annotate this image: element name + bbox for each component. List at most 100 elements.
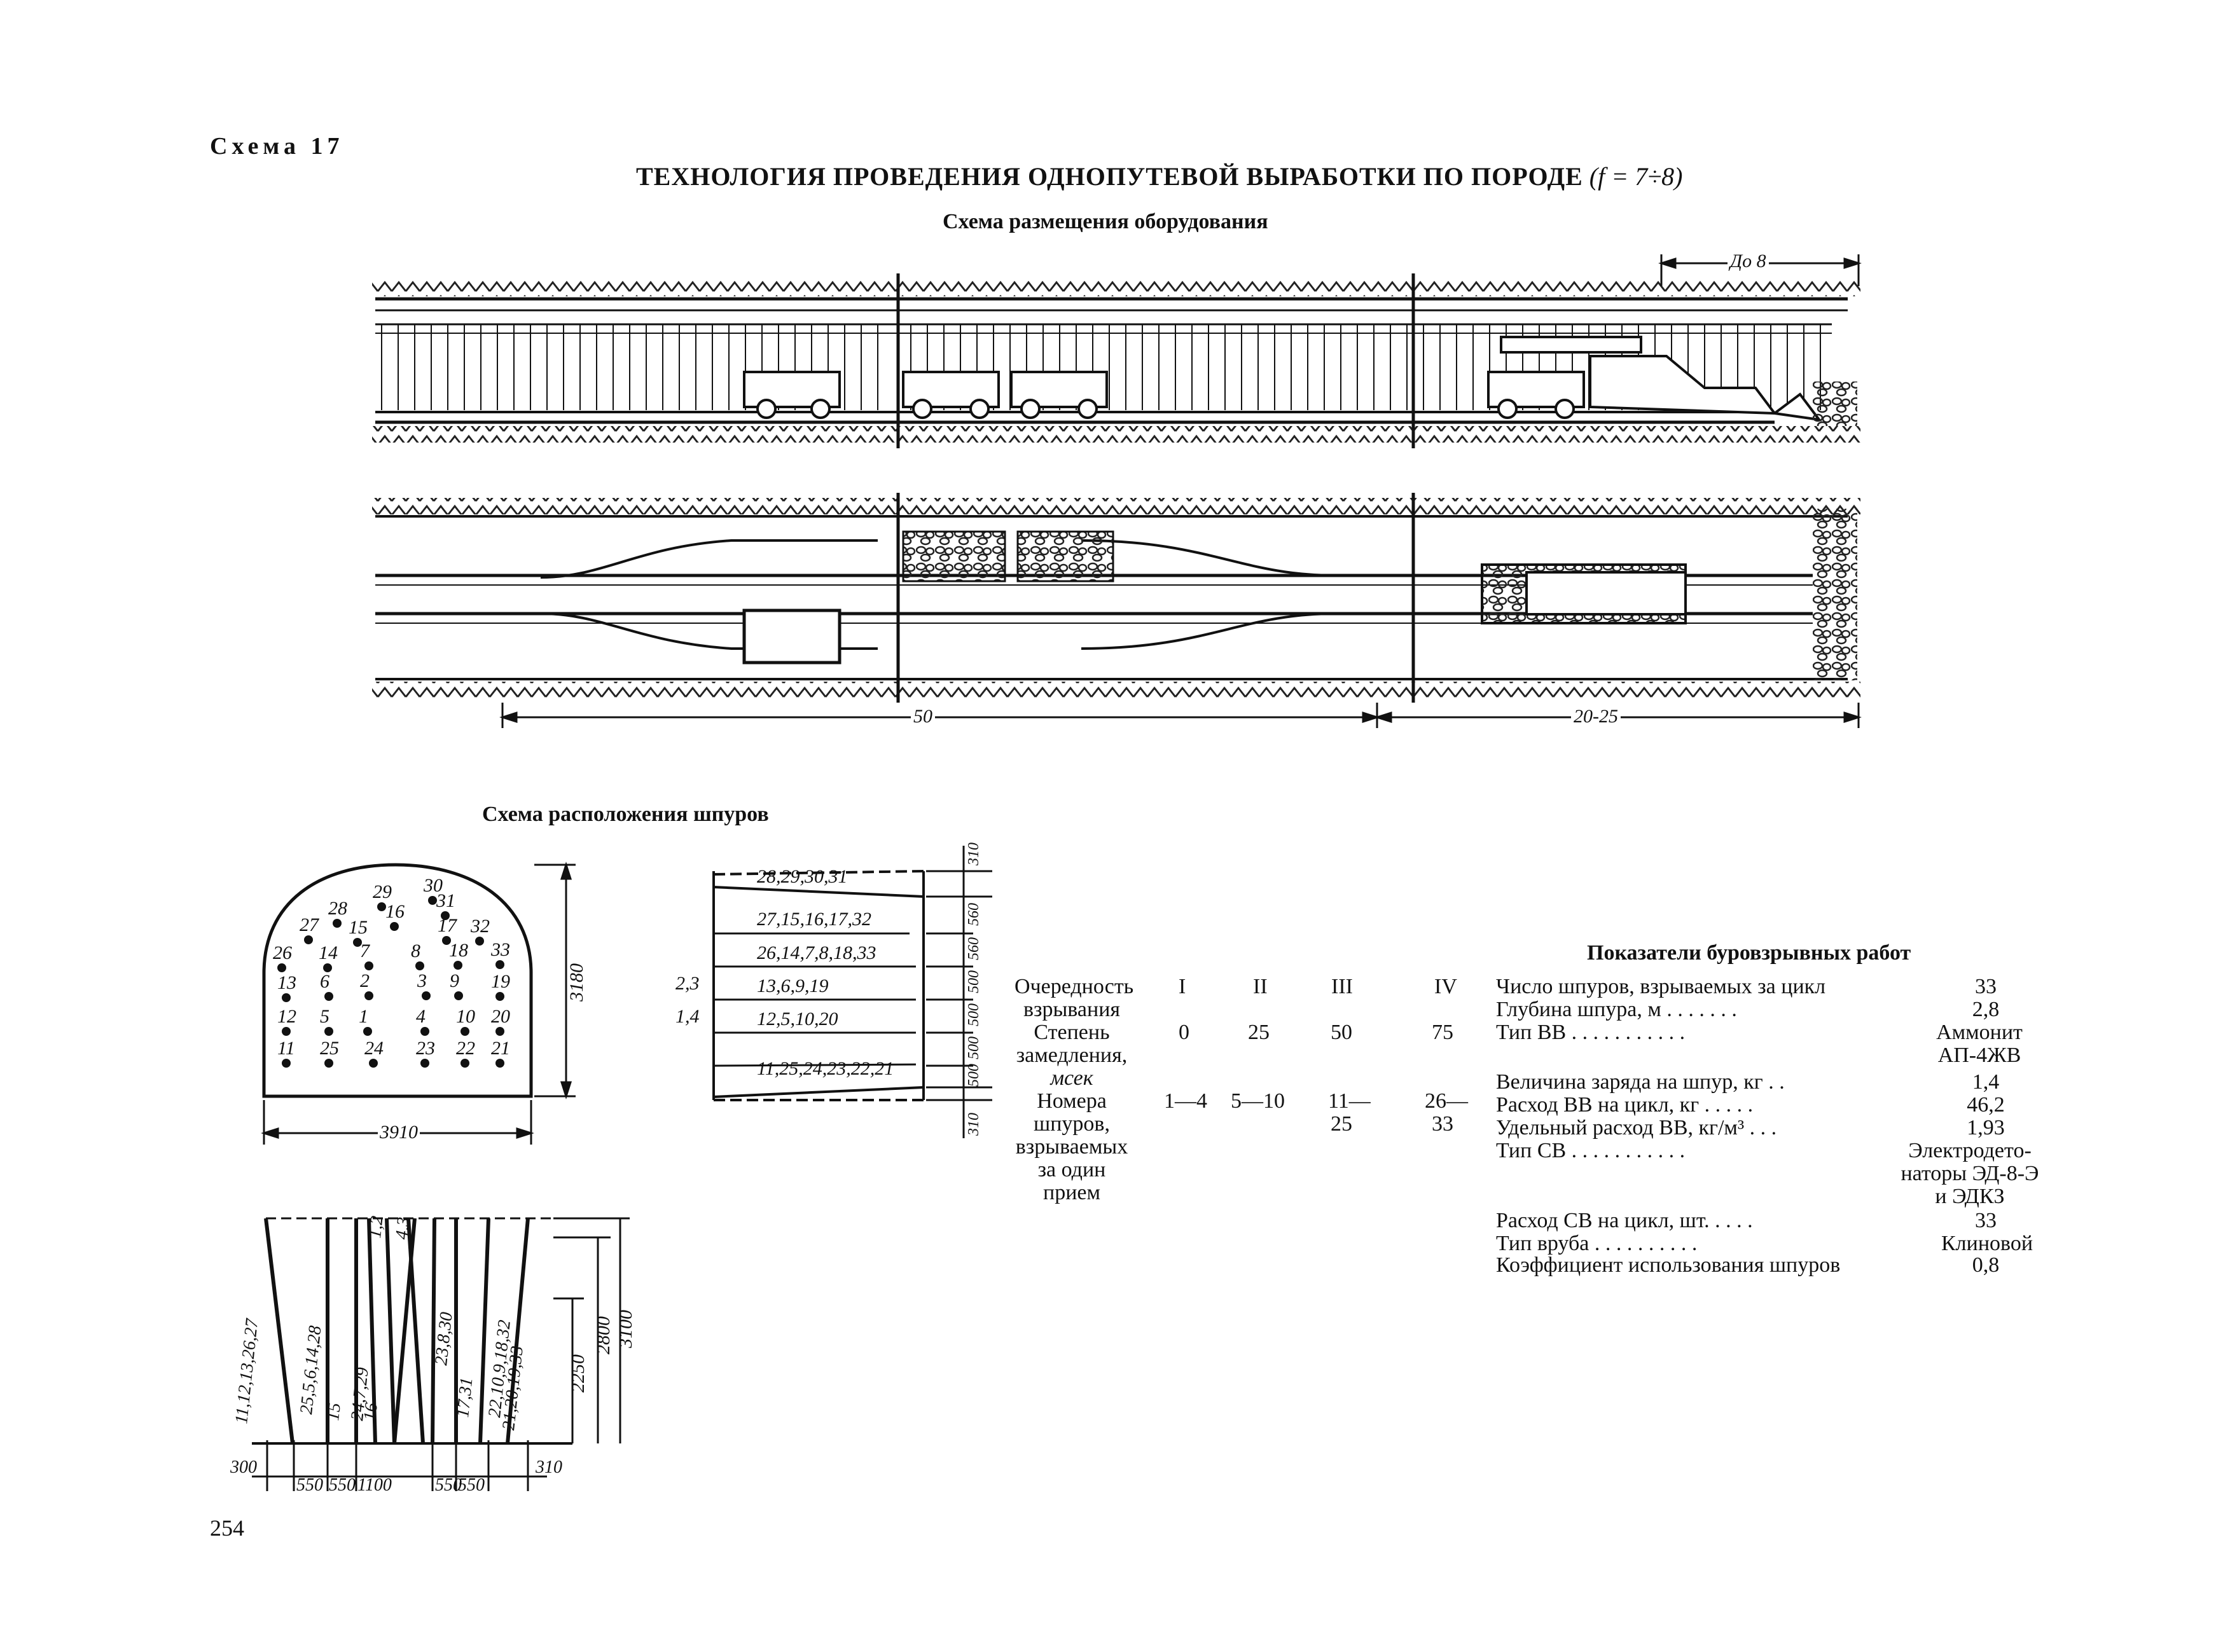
hole-dot [324, 1059, 333, 1068]
hole-1: 1 [359, 1006, 372, 1036]
seq-stage-2: II [1253, 975, 1268, 998]
side-row-2: 26,14,7,8,18,33 [757, 942, 876, 963]
hole-dot [364, 961, 373, 970]
side-left-label-1: 1,4 [675, 1006, 700, 1027]
seq-delay-3: 50 [1331, 1021, 1352, 1044]
side-dim-1: 560 [966, 903, 982, 926]
hole-label: 29 [373, 881, 392, 902]
hole-dot [495, 1059, 504, 1068]
seq-holes-3a: 11— [1328, 1089, 1371, 1113]
seq-holes-1: 1—4 [1164, 1089, 1207, 1113]
side-dim-5: 500 [966, 1036, 982, 1059]
page-number: 254 [210, 1515, 244, 1541]
hole-dot [324, 992, 333, 1001]
seq-delay-unit: мсек [1050, 1066, 1093, 1090]
ind-label-3: Величина заряда на шпур, кг . . [1496, 1070, 1785, 1094]
hole-33: 33 [490, 939, 510, 969]
seq-holes-3b: 25 [1331, 1112, 1352, 1136]
hole-dot [282, 1027, 291, 1036]
face-dim-width: 3910 [378, 1122, 420, 1143]
main-title: ТЕХНОЛОГИЯ ПРОВЕДЕНИЯ ОДНОПУТЕВОЙ ВЫРАБО… [636, 162, 1682, 191]
ind-value-6a: Электродето- [1908, 1139, 2032, 1162]
plan-bottom-5: 550 [458, 1475, 485, 1495]
plan-group-0: 11,12,13,26,27 [232, 1317, 262, 1424]
hole-dot [333, 919, 342, 928]
hole-18: 18 [449, 940, 468, 970]
side-left-label-0: 2,3 [675, 973, 700, 994]
seq-delay-1: 0 [1179, 1021, 1189, 1044]
side-dim-7: 310 [966, 1113, 982, 1136]
hole-label: 6 [320, 971, 329, 992]
hole-label: 15 [349, 917, 368, 938]
seq-order-label-1: Очередность [1015, 975, 1134, 998]
side-row-4: 12,5,10,20 [757, 1008, 838, 1029]
side-row-0: 28,29,30,31 [757, 866, 848, 887]
hole-dot [420, 1059, 429, 1068]
hole-28: 28 [328, 898, 347, 928]
plan-bottom-3: 1100 [357, 1475, 392, 1495]
blasting-sequence-table: Очередность взрывания I II III IV Степен… [1015, 975, 1468, 1217]
hole-10: 10 [456, 1006, 475, 1036]
hole-19: 19 [491, 971, 510, 1001]
hole-label: 7 [360, 940, 371, 961]
hole-16: 16 [385, 901, 405, 931]
subtitle-equipment: Схема размещения оборудования [943, 210, 1268, 233]
hole-30: 30 [423, 875, 443, 905]
ind-label-9: Коэффициент использования шпуров [1496, 1253, 1841, 1277]
hole-label: 23 [416, 1038, 435, 1059]
hole-4: 4 [416, 1006, 429, 1036]
hole-dot [475, 937, 484, 946]
hole-label: 10 [456, 1006, 475, 1027]
ind-label-0: Число шпуров, взрываемых за цикл [1496, 975, 1826, 998]
hole-dot [454, 991, 463, 1000]
hole-26: 26 [273, 942, 292, 972]
hole-dot [428, 896, 437, 905]
hole-label: 3 [417, 970, 427, 991]
hole-label: 20 [491, 1006, 510, 1027]
side-dim-6: 500 [966, 1064, 982, 1087]
side-row-5: 11,25,24,23,22,21 [757, 1058, 894, 1079]
hole-dot [461, 1059, 469, 1068]
hole-label: 22 [456, 1038, 475, 1059]
plan-bottom-2: 550 [329, 1475, 356, 1495]
hole-label: 28 [328, 898, 347, 919]
hole-15: 15 [349, 917, 368, 947]
hole-dot [353, 938, 362, 947]
hole-label: 13 [277, 972, 296, 993]
hole-label: 26 [273, 942, 292, 963]
hole-dot [415, 961, 424, 970]
hole-21: 21 [491, 1038, 510, 1068]
hole-label: 14 [319, 942, 338, 963]
plan-bottom-1: 550 [296, 1475, 323, 1495]
dim-50: 50 [911, 706, 935, 727]
ind-label-6: Тип СВ . . . . . . . . . . . [1496, 1139, 1686, 1162]
ind-label-1: Глубина шпура, м . . . . . . . [1496, 998, 1737, 1021]
hole-dot [377, 902, 386, 911]
side-row-1: 27,15,16,17,32 [757, 909, 871, 930]
hole-9: 9 [450, 970, 463, 1000]
hole-7: 7 [360, 940, 373, 970]
hole-dot [454, 961, 462, 970]
ind-value-2a: Аммонит [1936, 1021, 2023, 1044]
hole-label: 11 [277, 1038, 295, 1059]
hole-dot [420, 1027, 429, 1036]
side-dim-0: 310 [966, 843, 982, 866]
hole-23: 23 [416, 1038, 435, 1068]
hole-label: 4 [416, 1006, 426, 1027]
ind-value-3: 1,4 [1972, 1070, 2000, 1094]
hole-25: 25 [320, 1038, 339, 1068]
hole-label: 30 [423, 875, 443, 896]
hole-label: 21 [491, 1038, 510, 1059]
dim-do8: До 8 [1728, 251, 1769, 272]
hole-label: 5 [320, 1006, 329, 1027]
hole-dot [363, 1027, 372, 1036]
hole-3: 3 [417, 970, 431, 1000]
hole-dot [390, 922, 399, 931]
hole-label: 25 [320, 1038, 339, 1059]
hole-label: 1 [359, 1006, 368, 1027]
hole-29: 29 [373, 881, 392, 911]
side-dim-2: 560 [966, 937, 982, 960]
